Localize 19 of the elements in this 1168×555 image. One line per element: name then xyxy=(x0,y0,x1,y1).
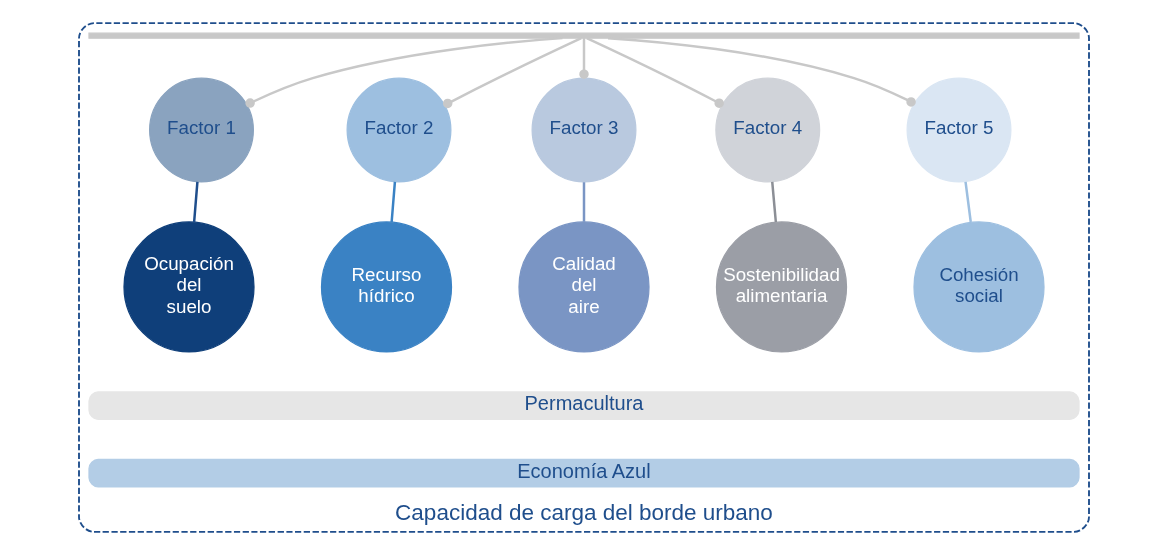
node-circle: Factor 3 xyxy=(531,77,637,183)
connector xyxy=(771,181,778,223)
connector xyxy=(582,182,586,222)
node-circle: Cohesión social xyxy=(913,221,1045,353)
node-box: Permacultura xyxy=(88,391,1080,420)
node-circle: Sostenibilidad alimentaria xyxy=(715,221,848,353)
node-box: Economía Azul xyxy=(88,458,1080,488)
node-circle: Recurso hídrico xyxy=(320,221,453,353)
connector xyxy=(390,181,397,223)
connector xyxy=(245,36,563,108)
node-bar xyxy=(88,32,1080,39)
node-circle: Calidad del aire xyxy=(518,221,650,353)
connector xyxy=(586,37,724,108)
node-circle: Ocupación del suelo xyxy=(123,221,255,353)
connector xyxy=(442,37,582,109)
connector xyxy=(964,181,972,223)
connector xyxy=(192,181,199,223)
connector xyxy=(579,38,589,79)
connector xyxy=(607,36,916,107)
